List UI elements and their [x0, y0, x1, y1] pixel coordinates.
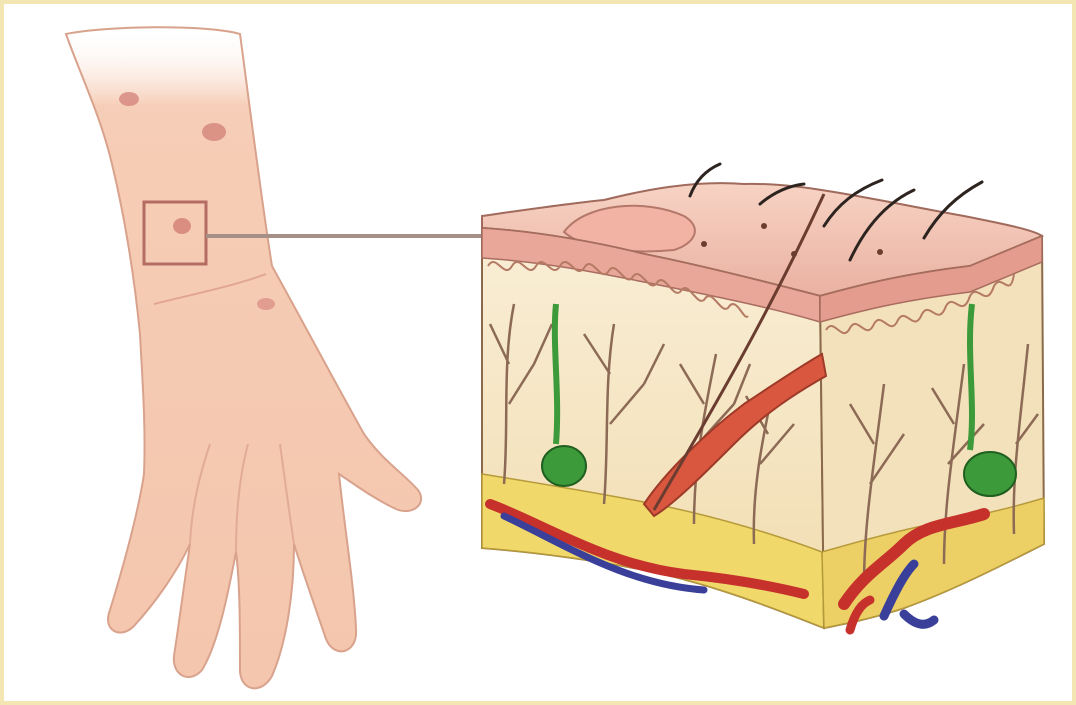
rash-spot — [173, 218, 191, 234]
sweat-gland — [542, 446, 586, 486]
skin-illustration — [4, 4, 1072, 701]
sweat-duct-side — [970, 304, 972, 450]
rash-spot — [257, 298, 275, 310]
hand-silhouette — [66, 27, 421, 688]
sweat-gland-side — [964, 452, 1016, 496]
skin-cross-section — [482, 164, 1044, 630]
hand-and-wrist — [66, 27, 421, 688]
illustration-frame — [4, 4, 1072, 701]
rash-spot — [119, 92, 139, 106]
sweat-duct — [555, 304, 557, 444]
rash-spot — [202, 123, 226, 141]
